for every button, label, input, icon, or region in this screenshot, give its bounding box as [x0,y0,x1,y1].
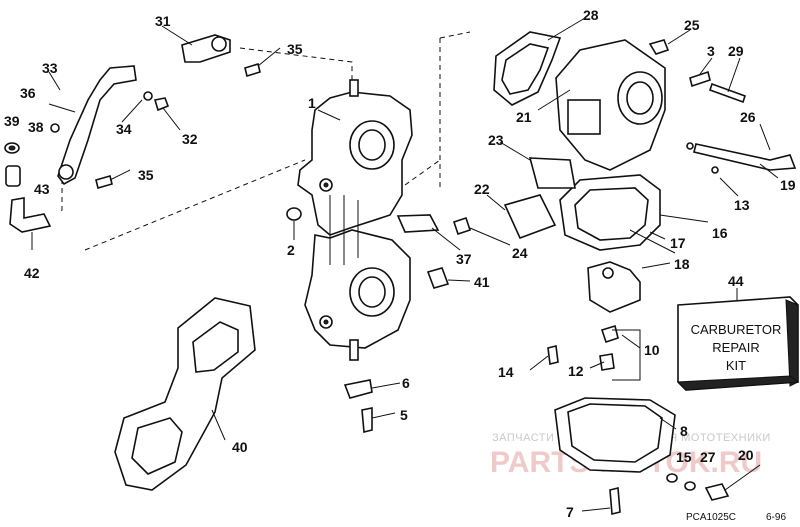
kit-box-line-3: KIT [726,358,746,373]
label-3: 3 [707,43,715,59]
label-21: 21 [516,109,532,125]
label-37: 37 [456,251,472,267]
label-38: 38 [28,119,44,135]
repair-kit-box-part-44: CARBURETOR REPAIR KIT [676,296,800,391]
label-20: 20 [738,447,754,463]
label-36: 36 [20,85,36,101]
part-labels: 31 35 33 36 39 38 34 32 35 43 42 1 2 40 … [4,7,796,520]
plug-part-2 [286,207,302,240]
label-14: 14 [498,364,514,380]
label-31: 31 [155,13,171,29]
kit-box-line-1: CARBURETOR [691,322,782,337]
diagram-date: 6-96 [766,512,786,523]
label-19: 19 [780,177,796,193]
label-12: 12 [568,363,584,379]
label-16: 16 [712,225,728,241]
kit-box-line-2: REPAIR [712,340,759,355]
label-28: 28 [583,7,599,23]
label-5: 5 [400,407,408,423]
carburetor-body-part-1 [297,79,413,361]
leader-lines [31,17,779,512]
label-39: 39 [4,113,20,129]
label-41: 41 [474,274,490,290]
label-7: 7 [566,504,574,520]
float-bowl-parts [343,261,730,516]
label-25: 25 [684,17,700,33]
throttle-linkage-parts [4,34,261,233]
label-22: 22 [474,181,490,197]
label-40: 40 [232,439,248,455]
label-34: 34 [116,121,132,137]
label-32: 32 [182,131,198,147]
label-42: 42 [24,265,40,281]
label-15: 15 [676,449,692,465]
label-23: 23 [488,132,504,148]
diagram-code: PCA1025C [686,512,736,523]
label-33: 33 [42,60,58,76]
label-10: 10 [644,342,660,358]
label-26: 26 [740,109,756,125]
label-13: 13 [734,197,750,213]
label-43: 43 [34,181,50,197]
label-35-top: 35 [287,41,303,57]
gasket-part-40 [114,297,256,491]
label-24: 24 [512,245,528,261]
cover-gasket-parts [396,157,676,289]
label-17: 17 [670,235,686,251]
label-6: 6 [402,375,410,391]
label-35-bottom: 35 [138,167,154,183]
label-18: 18 [674,256,690,272]
label-8: 8 [680,423,688,439]
label-29: 29 [728,43,744,59]
label-27: 27 [700,449,716,465]
upper-body-parts [493,31,797,174]
label-44: 44 [728,273,744,289]
label-1: 1 [308,95,316,111]
label-2: 2 [287,242,295,258]
